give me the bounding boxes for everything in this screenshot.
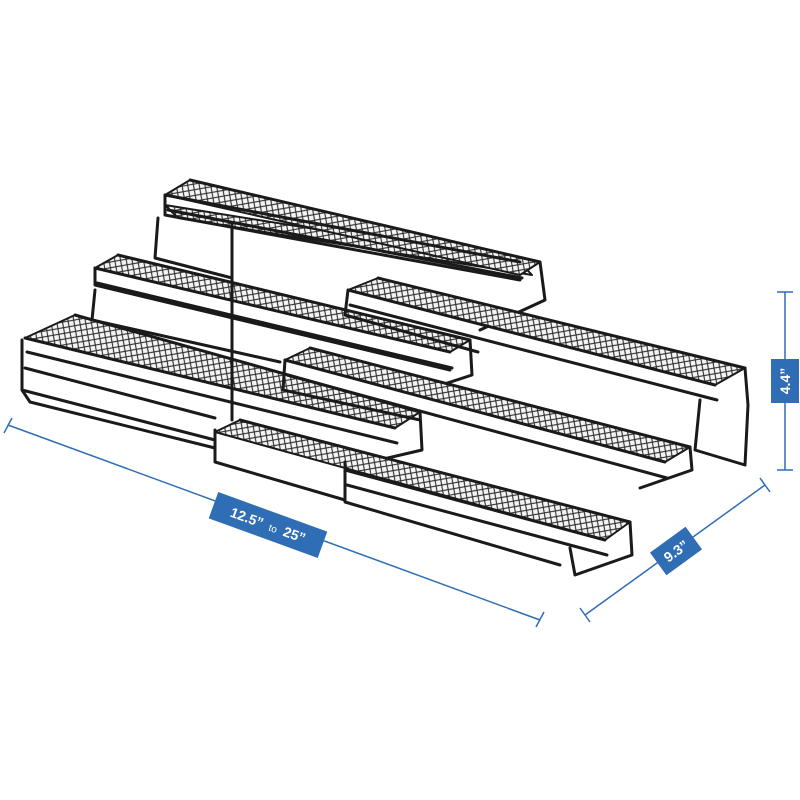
right-rack-section	[214, 276, 750, 577]
width-to-text: 25”	[281, 523, 308, 546]
dimension-annotations: 12.5” to 25” 9.3” 4.4”	[3, 291, 799, 628]
width-label: 12.5” to 25”	[208, 492, 328, 558]
left-top-shelf	[153, 178, 547, 332]
height-text: 4.4”	[777, 368, 793, 394]
right-bottom-shelf	[214, 418, 634, 577]
right-top-shelf	[343, 276, 750, 467]
right-middle-shelf	[281, 346, 694, 490]
depth-label: 9.3”	[649, 526, 703, 576]
height-label: 4.4”	[771, 359, 799, 403]
left-middle-shelf	[90, 253, 474, 394]
left-bottom-shelf	[20, 313, 424, 470]
